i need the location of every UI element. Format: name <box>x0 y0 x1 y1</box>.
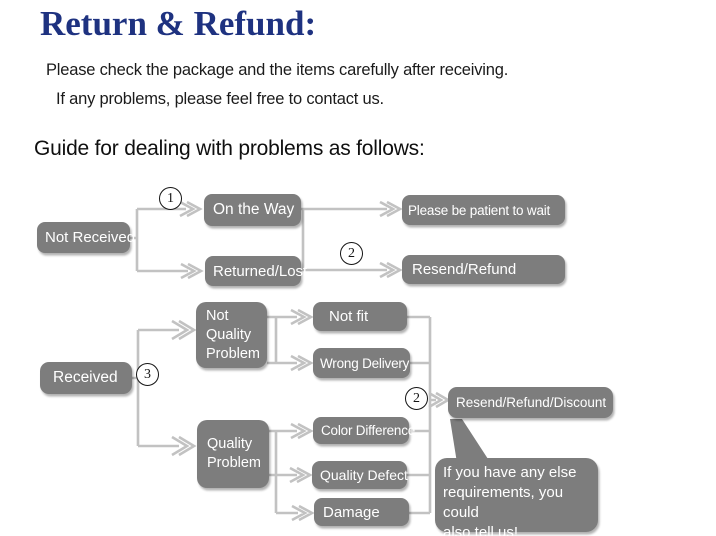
node-quality-problem: Quality Problem <box>197 420 269 488</box>
arrowhead-chevrons <box>170 200 451 522</box>
node-not-received: Not Received <box>37 222 135 253</box>
subtitle-line-1: Please check the package and the items c… <box>46 61 509 79</box>
note-bubble: If you have any else requirements, you c… <box>435 458 598 536</box>
node-received: Received <box>40 362 132 394</box>
node-wrong-delivery: Wrong Delivery <box>313 348 410 378</box>
node-on-the-way: On the Way <box>204 194 301 226</box>
node-not-fit: Not fit <box>313 302 407 331</box>
marker-step-2-top: 2 <box>340 242 363 265</box>
marker-step-2-bottom: 2 <box>405 387 428 410</box>
node-not-quality-problem: Not Quality Problem <box>196 302 267 368</box>
marker-step-1: 1 <box>159 187 182 210</box>
connector-path <box>130 207 436 515</box>
subtitle-line-2: If any problems, please feel free to con… <box>56 90 384 108</box>
node-damage: Damage <box>314 498 409 526</box>
guide-heading: Guide for dealing with problems as follo… <box>34 137 425 160</box>
node-please-be-patient: Please be patient to wait <box>402 195 565 225</box>
node-resend-refund-discount: Resend/Refund/Discount <box>448 387 613 418</box>
marker-step-3: 3 <box>136 363 159 386</box>
bubble-tail <box>450 419 488 463</box>
node-color-difference: Color Difference <box>313 417 415 444</box>
node-resend-refund: Resend/Refund <box>402 255 565 284</box>
page-title: Return & Refund: <box>40 4 317 43</box>
node-quality-defect: Quality Defect <box>312 461 408 489</box>
node-returned-lost: Returned/Lost <box>205 256 307 286</box>
